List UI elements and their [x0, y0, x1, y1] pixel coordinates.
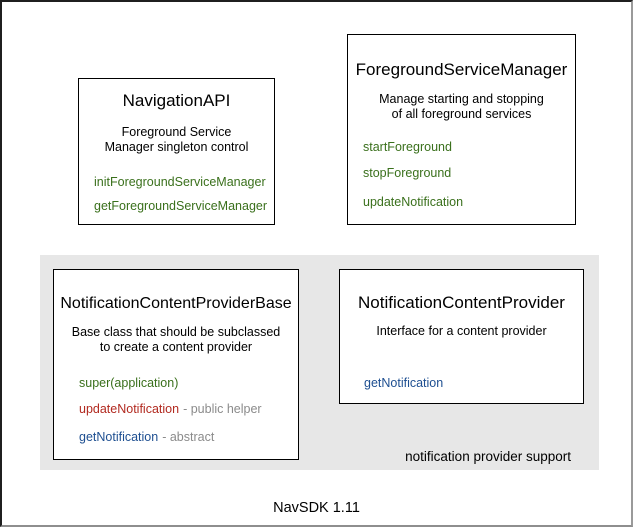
method-name: updateNotification [79, 402, 180, 416]
region-label: notification provider support [405, 449, 571, 464]
method-name: startForeground [363, 140, 452, 154]
class-description-line: Foreground Service [121, 125, 232, 139]
method-annotation: - abstract [162, 430, 215, 444]
diagram-caption: NavSDK 1.11 [273, 500, 360, 516]
method-label: getNotification- abstract [79, 430, 214, 444]
method-name: stopForeground [363, 166, 452, 180]
class-box-notification-content-provider: NotificationContentProvider Interface fo… [339, 269, 584, 404]
method-label: updateNotification [363, 195, 463, 209]
method-name: getNotification [79, 430, 159, 444]
class-title: NotificationContentProviderBase [60, 295, 292, 312]
method-label: getForegroundServiceManager [94, 199, 267, 213]
method-annotation: - public helper [183, 402, 262, 416]
method-label: updateNotification- public helper [79, 402, 262, 416]
method-label: initForegroundServiceManager [94, 175, 266, 189]
class-box-notification-content-provider-base: NotificationContentProviderBase Base cla… [53, 269, 299, 460]
method-name: getNotification [364, 376, 444, 390]
method-label: super(application) [79, 376, 178, 390]
class-description-line: Manager singleton control [104, 140, 249, 154]
method-label: stopForeground [363, 166, 451, 180]
method-name: getForegroundServiceManager [94, 199, 268, 213]
class-title: NavigationAPI [122, 91, 231, 110]
class-box-foreground-service-manager: ForegroundServiceManager Manage starting… [347, 34, 576, 225]
class-description-line: Manage starting and stopping [379, 92, 544, 106]
class-box-navigation-api: NavigationAPI Foreground Service Manager… [78, 78, 275, 225]
class-description-line: Base class that should be subclassed [71, 325, 281, 339]
method-name: initForegroundServiceManager [94, 175, 266, 189]
method-label: getNotification [364, 376, 443, 390]
class-description-line: Interface for a content provider [376, 324, 547, 338]
class-description-line: of all foreground services [391, 107, 532, 121]
method-label: startForeground [363, 140, 452, 154]
class-title: ForegroundServiceManager [355, 60, 568, 79]
class-title: NotificationContentProvider [358, 293, 565, 312]
method-name: super(application) [79, 376, 179, 390]
method-name: updateNotification [363, 195, 464, 209]
class-description-line: to create a content provider [99, 340, 253, 354]
